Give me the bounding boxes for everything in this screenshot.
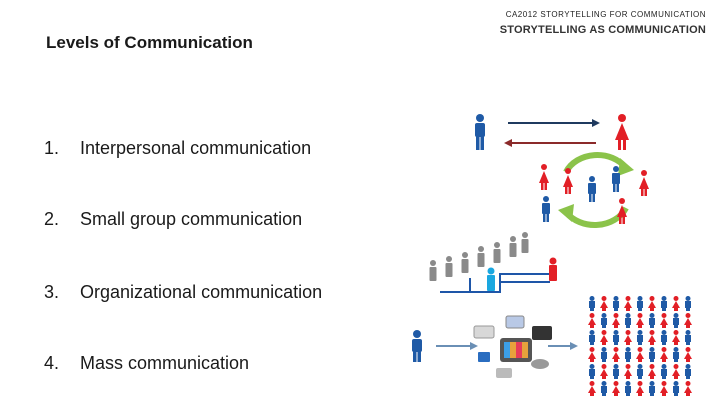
female-person-icon — [660, 313, 668, 328]
female-person-icon — [672, 296, 680, 311]
org-highlight-person-icon — [487, 267, 495, 291]
mass-communication-illustration — [412, 296, 692, 396]
female-person-icon — [660, 347, 668, 362]
female-person-icon — [684, 381, 692, 396]
male-person-icon — [588, 176, 596, 202]
female-person-icon — [672, 330, 680, 345]
male-person-icon — [673, 313, 679, 328]
female-person-icon — [639, 170, 649, 196]
org-people-icon — [429, 232, 529, 281]
arrow-left-icon — [504, 139, 596, 147]
male-person-icon — [601, 381, 607, 396]
level-number: 4. — [44, 353, 60, 373]
level-label: Small group communication — [80, 209, 303, 229]
slide-title: Levels of Communication — [46, 33, 253, 52]
course-label: CA2012 STORYTELLING FOR COMMUNICATION — [505, 10, 706, 19]
male-person-icon — [589, 296, 595, 311]
male-person-icon — [625, 347, 631, 362]
female-person-icon — [600, 330, 608, 345]
male-person-icon — [685, 330, 691, 345]
arrow-right-icon — [508, 119, 600, 127]
female-person-icon — [617, 198, 627, 224]
female-person-icon — [539, 164, 549, 190]
male-person-icon — [625, 313, 631, 328]
male-person-icon — [661, 296, 667, 311]
male-person-icon — [589, 364, 595, 379]
male-person-icon — [475, 114, 485, 150]
female-person-icon — [648, 330, 656, 345]
female-person-icon — [624, 364, 632, 379]
male-person-icon — [613, 364, 619, 379]
female-person-icon — [672, 364, 680, 379]
female-person-icon — [636, 381, 644, 396]
female-person-icon — [648, 296, 656, 311]
male-person-icon — [661, 330, 667, 345]
female-person-icon — [612, 313, 620, 328]
level-item-3: 3. Organizational communication — [44, 282, 322, 303]
level-item-4: 4. Mass communication — [44, 353, 249, 374]
organizational-illustration — [429, 232, 557, 293]
level-item-2: 2. Small group communication — [44, 209, 302, 230]
female-person-icon — [588, 347, 596, 362]
female-person-icon — [648, 364, 656, 379]
female-person-icon — [624, 296, 632, 311]
male-person-icon — [685, 364, 691, 379]
org-chart-lines — [440, 273, 550, 293]
male-person-icon — [673, 347, 679, 362]
interpersonal-illustration — [475, 114, 629, 150]
org-leader-person-icon — [549, 257, 557, 281]
level-number: 2. — [44, 209, 60, 229]
male-person-icon — [649, 381, 655, 396]
female-person-icon — [588, 381, 596, 396]
male-person-icon — [613, 330, 619, 345]
male-person-icon — [673, 381, 679, 396]
media-devices-icon — [473, 315, 552, 378]
male-person-icon — [589, 330, 595, 345]
crowd-icon — [588, 296, 692, 396]
level-item-1: 1. Interpersonal communication — [44, 138, 311, 159]
level-number: 3. — [44, 282, 60, 302]
arrow-right-icon — [548, 342, 578, 350]
female-person-icon — [588, 313, 596, 328]
male-person-icon — [649, 347, 655, 362]
level-label: Organizational communication — [80, 282, 323, 302]
male-person-icon — [613, 296, 619, 311]
male-person-icon — [649, 313, 655, 328]
female-person-icon — [600, 364, 608, 379]
male-person-icon — [661, 364, 667, 379]
slide-subtitle: STORYTELLING AS COMMUNICATION — [499, 24, 706, 36]
male-person-icon — [412, 330, 422, 362]
male-person-icon — [542, 196, 550, 222]
female-person-icon — [612, 381, 620, 396]
female-person-icon — [563, 168, 573, 194]
level-label: Mass communication — [80, 353, 250, 373]
female-person-icon — [636, 313, 644, 328]
female-person-icon — [612, 347, 620, 362]
male-person-icon — [637, 364, 643, 379]
small-group-illustration — [539, 152, 649, 228]
arrow-right-icon — [436, 342, 478, 350]
female-person-icon — [600, 296, 608, 311]
female-person-icon — [636, 347, 644, 362]
male-person-icon — [685, 296, 691, 311]
male-person-icon — [637, 296, 643, 311]
female-person-icon — [624, 330, 632, 345]
female-person-icon — [660, 381, 668, 396]
male-person-icon — [625, 381, 631, 396]
male-person-icon — [612, 166, 620, 192]
male-person-icon — [637, 330, 643, 345]
male-person-icon — [601, 313, 607, 328]
female-person-icon — [684, 347, 692, 362]
male-person-icon — [601, 347, 607, 362]
female-person-icon — [684, 313, 692, 328]
level-number: 1. — [44, 138, 60, 158]
level-label: Interpersonal communication — [80, 138, 312, 158]
female-person-icon — [615, 114, 629, 150]
